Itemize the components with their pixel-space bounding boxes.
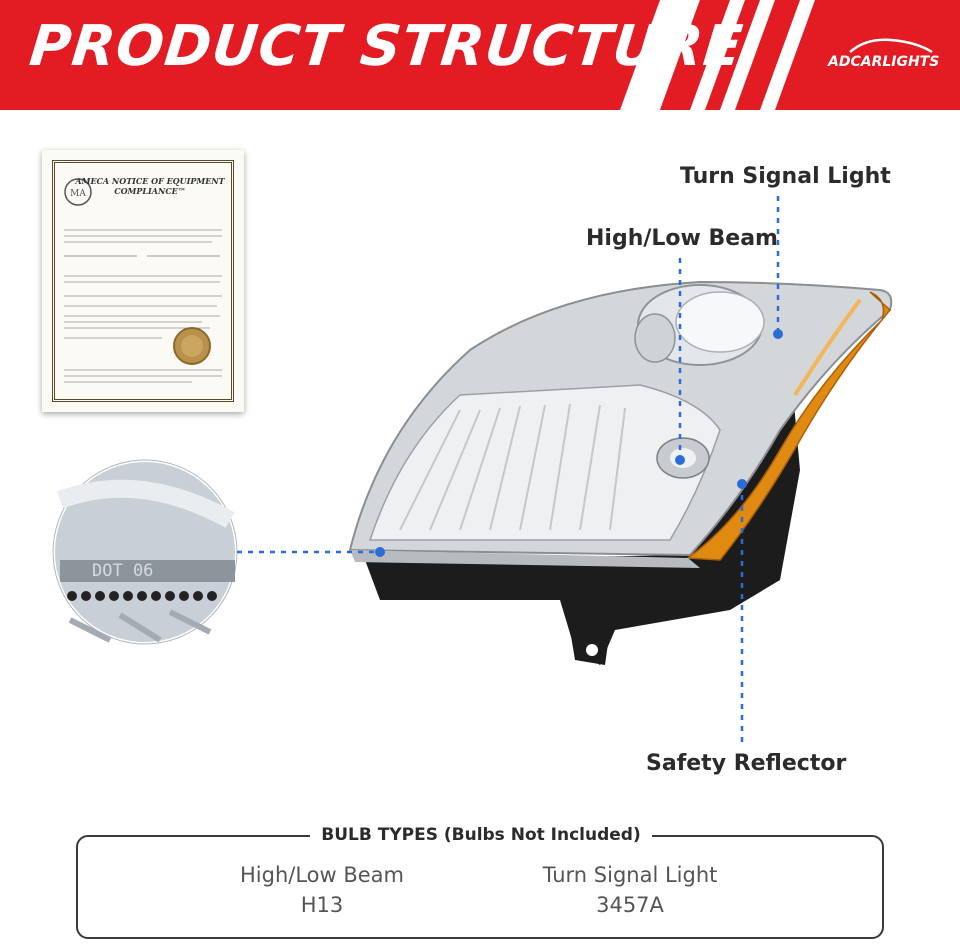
turn-signal-label: Turn Signal Light xyxy=(680,164,891,189)
dot-marking: DOT 06 xyxy=(92,561,153,581)
banner-background xyxy=(0,0,960,110)
certificate-border xyxy=(52,160,234,402)
bulb-type: H13 xyxy=(300,893,344,917)
callout-lines xyxy=(237,196,780,748)
compliance-certificate: MA AMECA NOTICE OF EQUIPMENT COMPLIANCE™ xyxy=(42,150,244,412)
bulb-item-turn-signal: Turn Signal Light 3457A xyxy=(500,860,760,920)
bulb-name: Turn Signal Light xyxy=(542,863,718,887)
certificate-title: AMECA NOTICE OF EQUIPMENT COMPLIANCE™ xyxy=(75,176,225,196)
car-logo-icon xyxy=(849,38,933,54)
bulb-types-title: BULB TYPES (Bulbs Not Included) xyxy=(310,822,652,848)
brand-logo: ADCARLIGHTS xyxy=(828,54,940,70)
high-low-beam-label: High/Low Beam xyxy=(586,226,778,251)
callout-markers xyxy=(375,329,783,557)
dot-marking-magnifier xyxy=(51,458,239,646)
safety-reflector-label: Safety Reflector xyxy=(646,751,847,776)
bulb-item-high-low-beam: High/Low Beam H13 xyxy=(192,860,452,920)
certificate-graphic: MA xyxy=(64,178,222,383)
svg-text:MA: MA xyxy=(70,189,86,199)
headlight xyxy=(348,280,893,665)
bulb-name: High/Low Beam xyxy=(239,863,405,887)
bulb-type: 3457A xyxy=(596,893,664,917)
header-banner: PRODUCT STRUCTURE ADCARLIGHTS xyxy=(0,0,960,110)
